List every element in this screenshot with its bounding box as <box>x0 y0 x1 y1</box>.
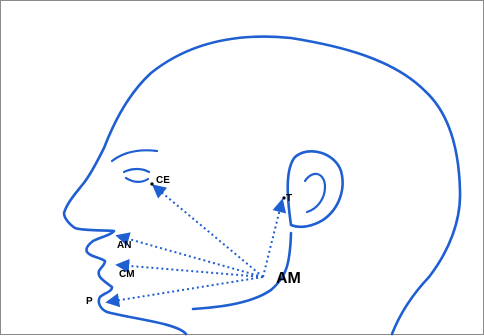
ear-inner <box>305 174 325 212</box>
eyebrow <box>112 150 157 161</box>
label-am-hub: AM <box>276 270 301 287</box>
eye-lower <box>126 178 148 182</box>
arrow-am-to-p <box>108 277 263 302</box>
label-p: P <box>86 296 93 307</box>
label-an: AN <box>117 240 131 251</box>
ear-outline <box>288 151 343 227</box>
arrow-am-to-an <box>118 236 263 277</box>
arrow-am-to-ce <box>154 186 263 277</box>
point-ce-marker <box>150 182 153 185</box>
arrow-am-to-t <box>263 201 282 277</box>
label-ce: CE <box>156 175 170 186</box>
label-cm: CM <box>119 269 135 280</box>
eye-upper <box>124 169 149 172</box>
head-outline <box>64 37 460 334</box>
label-t: T <box>286 193 292 204</box>
arrow-am-to-cm <box>118 265 263 277</box>
